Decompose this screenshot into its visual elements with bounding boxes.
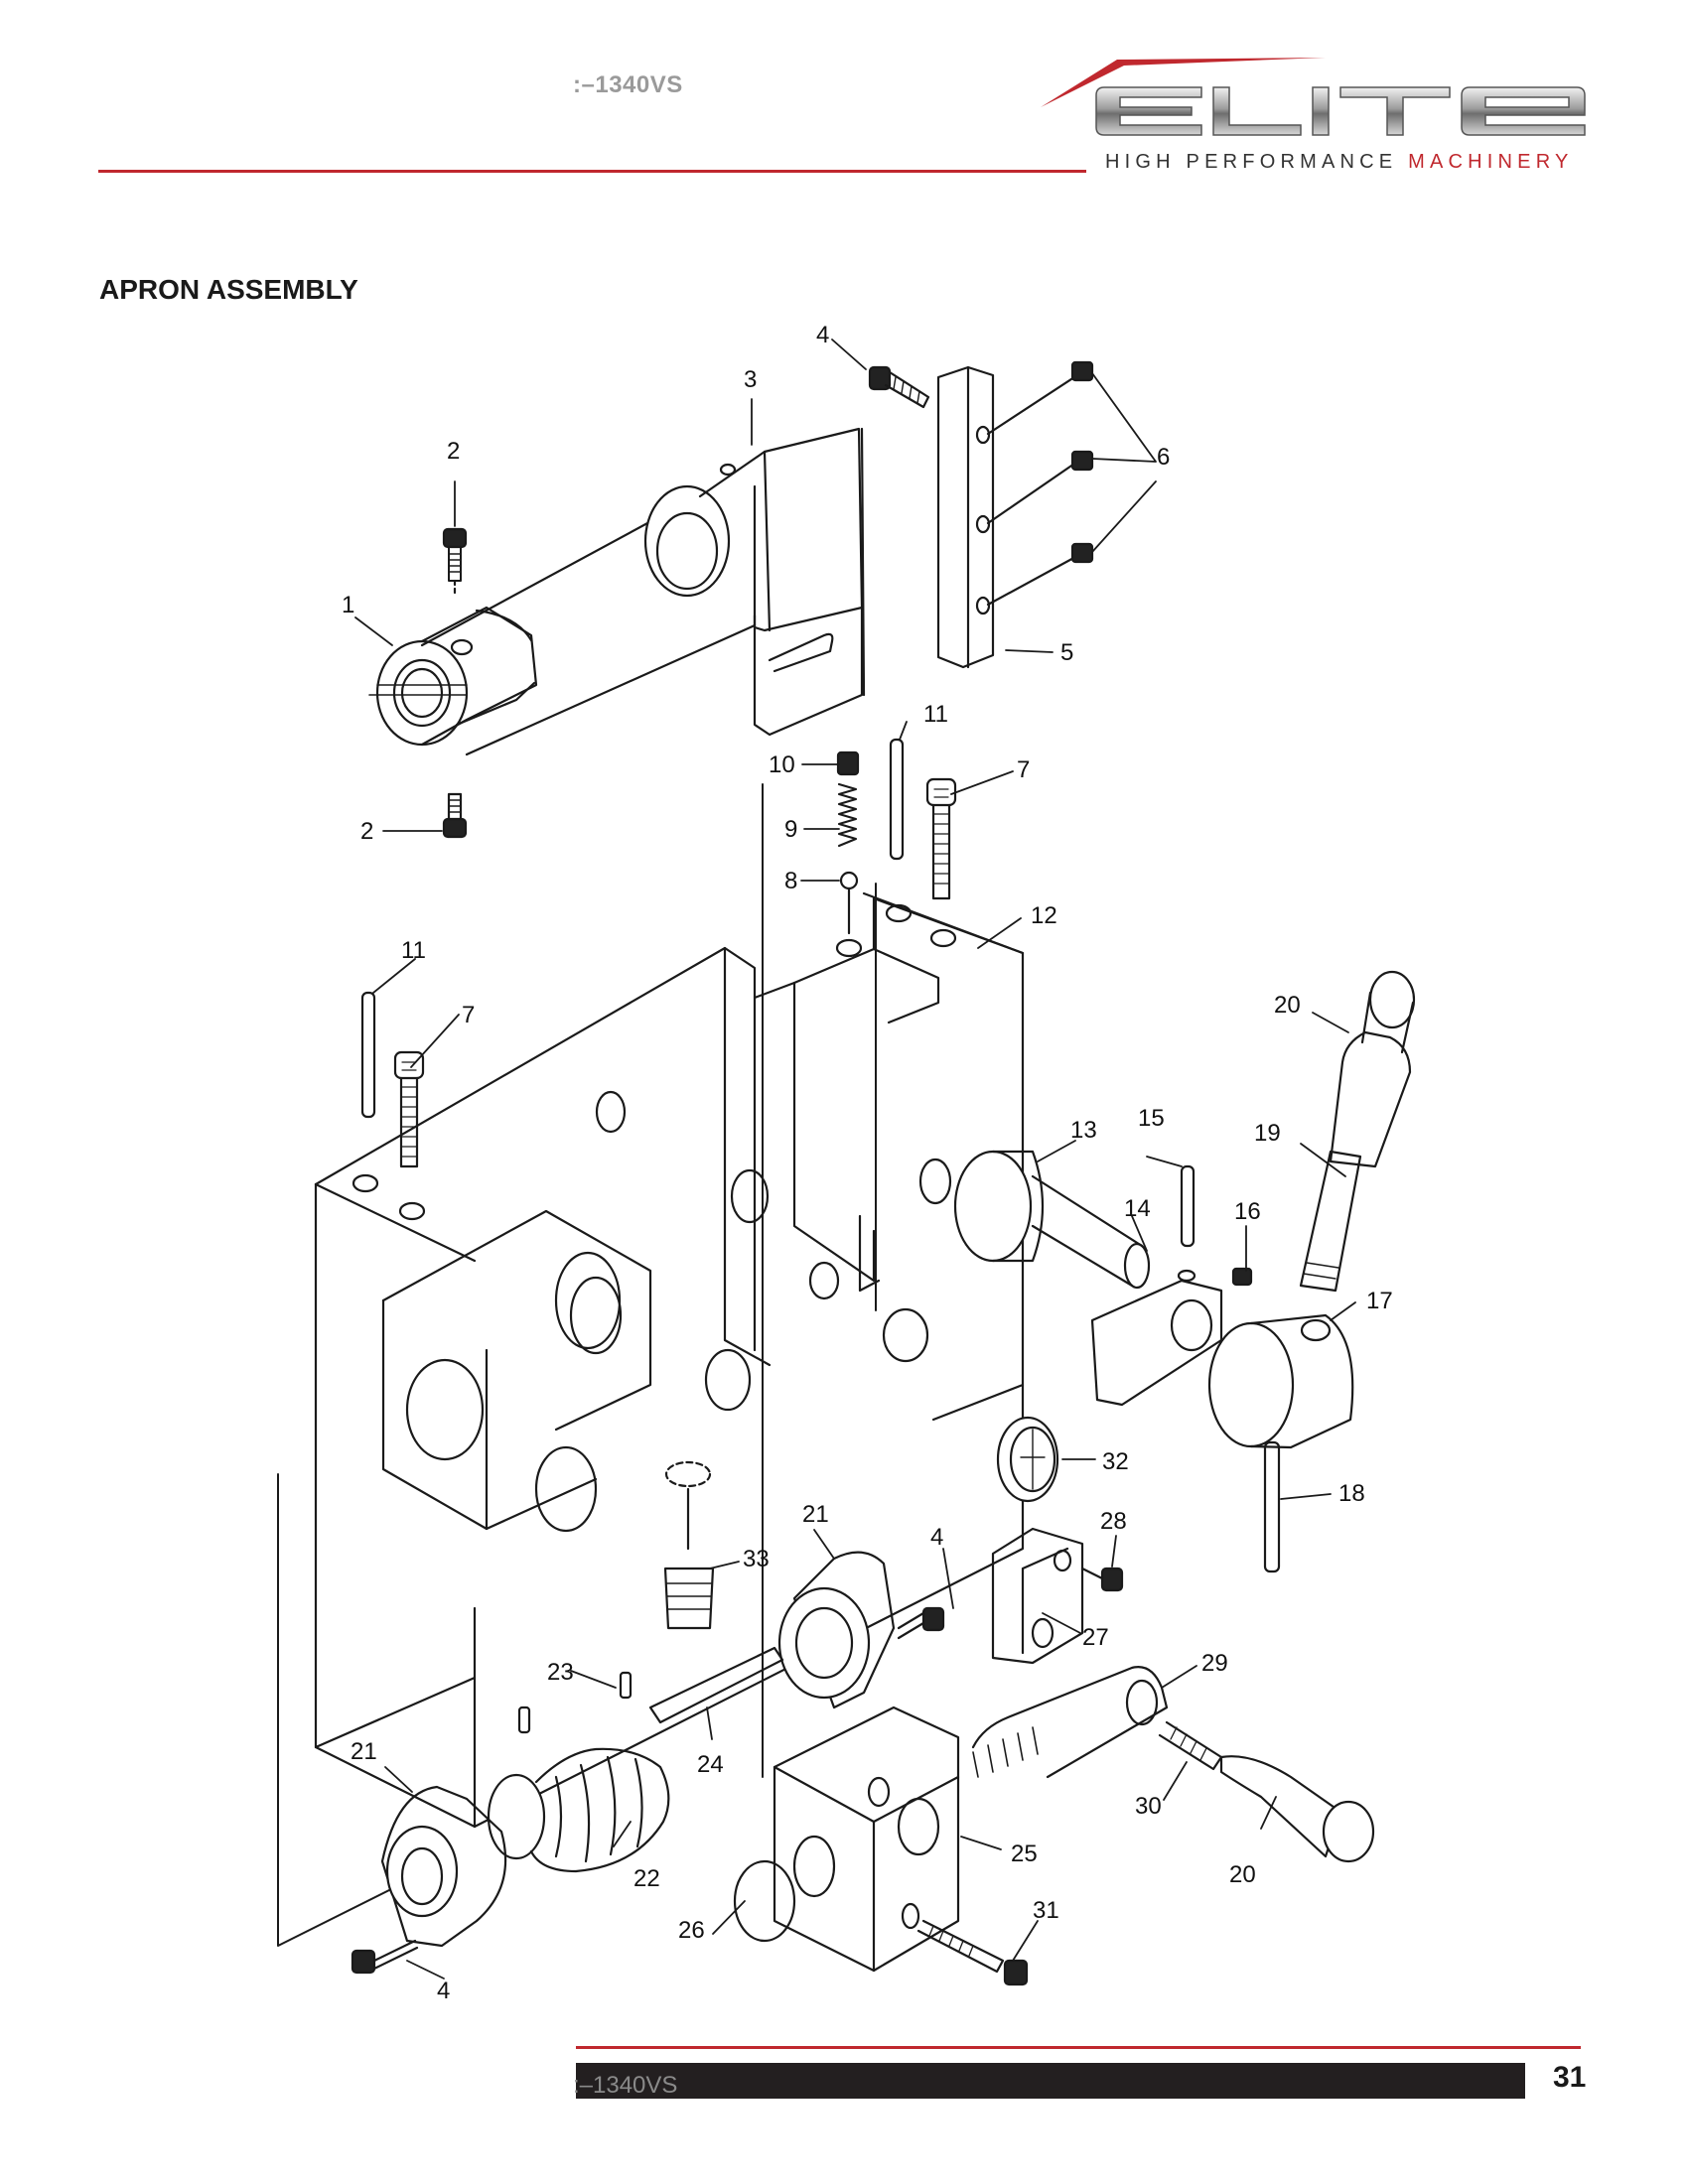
- part-27-bracket: [991, 1527, 1124, 1665]
- callout-9: 9: [784, 816, 797, 843]
- part-13-shaft: [918, 1150, 1151, 1290]
- part-20-handle-top: [1329, 970, 1416, 1168]
- part-14-shifter: [1090, 1269, 1223, 1407]
- part-19-lever-rod: [1299, 1150, 1362, 1293]
- callout-29: 29: [1201, 1650, 1228, 1677]
- callout-31: 31: [1033, 1897, 1059, 1924]
- elite-logo: [1041, 58, 1586, 136]
- part-16-set-screw: [1231, 1267, 1253, 1287]
- callout-24: 24: [697, 1751, 724, 1778]
- callout-5: 5: [1060, 639, 1073, 666]
- callout-1: 1: [342, 592, 354, 618]
- tagline: HIGH PERFORMANCE MACHINERY: [1105, 151, 1574, 174]
- part-18-pin: [1263, 1440, 1281, 1573]
- callout-22: 22: [633, 1865, 660, 1892]
- callout-2-bottom: 2: [360, 818, 373, 845]
- callout-4-top: 4: [816, 322, 829, 348]
- callout-21-lower: 21: [351, 1738, 377, 1765]
- tagline-part1: HIGH PERFORMANCE: [1105, 151, 1409, 173]
- callout-20-top: 20: [1274, 992, 1301, 1019]
- callout-23: 23: [547, 1659, 574, 1686]
- tagline-part2: MACHINERY: [1408, 151, 1574, 173]
- footer-bar: [576, 2063, 1525, 2099]
- callout-2-top: 2: [447, 438, 460, 465]
- part-26-cover: [733, 1859, 796, 1943]
- callout-26: 26: [678, 1917, 705, 1944]
- part-33-plug: [663, 1460, 715, 1630]
- part-21-bracket-lower: [351, 1785, 507, 1975]
- callout-28: 28: [1100, 1508, 1127, 1535]
- callout-10: 10: [769, 751, 795, 778]
- callout-8: 8: [784, 868, 797, 894]
- part-12-apron-body: [314, 891, 1025, 1829]
- callout-13: 13: [1070, 1117, 1097, 1144]
- callout-16: 16: [1234, 1198, 1261, 1225]
- header-rule: [98, 170, 1086, 173]
- logo-swoosh: [1041, 58, 1326, 107]
- callout-11-left: 11: [401, 937, 426, 964]
- callout-32: 32: [1102, 1448, 1129, 1475]
- part-22-worm: [487, 1671, 670, 1873]
- part-21-bracket-upper: [777, 1551, 945, 1709]
- callout-27: 27: [1082, 1624, 1109, 1651]
- callout-3: 3: [744, 366, 757, 393]
- callout-labels: 1 2 2 3 4 4 4 5 6 7 7 8 9 10 11 11 12 13…: [342, 322, 1393, 2004]
- callout-33: 33: [743, 1546, 770, 1572]
- part-29-pinion-shaft: [971, 1666, 1169, 1779]
- part-17-lever-hub: [1207, 1313, 1354, 1449]
- callout-18: 18: [1338, 1480, 1365, 1507]
- part-2-screws: [442, 527, 468, 839]
- callout-30: 30: [1135, 1793, 1162, 1820]
- part-1-half-nut: [368, 606, 538, 747]
- page-title: APRON ASSEMBLY: [99, 274, 358, 305]
- part-32-dial: [996, 1416, 1059, 1503]
- callout-6: 6: [1157, 444, 1170, 471]
- callout-7-left: 7: [462, 1002, 475, 1028]
- callout-4-middle: 4: [930, 1524, 943, 1551]
- callout-19: 19: [1254, 1120, 1281, 1147]
- callout-11-right: 11: [923, 701, 948, 728]
- footer-rule: [576, 2046, 1581, 2049]
- callout-4-bottom: 4: [437, 1978, 450, 2004]
- callout-7-right: 7: [1017, 756, 1030, 783]
- callout-17: 17: [1366, 1288, 1393, 1314]
- part-15-pin: [1180, 1164, 1196, 1248]
- part-20-handle-lower: [1219, 1755, 1375, 1863]
- leader-lines: [354, 339, 1356, 1979]
- callout-15: 15: [1138, 1105, 1165, 1132]
- part-5-gib-strip: [868, 360, 1094, 669]
- callout-20-bottom: 20: [1229, 1861, 1256, 1888]
- part-30-stud: [1158, 1720, 1223, 1771]
- parts-8-9-10-detent: [836, 751, 860, 935]
- logo-letters: [1095, 86, 1586, 136]
- parts-7-11-screws-pins: [360, 738, 957, 1168]
- callout-12: 12: [1031, 902, 1057, 929]
- part-25-gear-block: [773, 1706, 960, 1973]
- part-31-screw: [916, 1919, 1029, 1986]
- assembly-guide-lines: [277, 783, 877, 1947]
- part-24-key: [648, 1646, 784, 1724]
- callout-21-upper: 21: [802, 1501, 829, 1528]
- part-3-dovetail-block: [420, 427, 866, 756]
- callout-25: 25: [1011, 1841, 1038, 1867]
- model-number-header: :–1340VS: [573, 71, 683, 98]
- page-number: 31: [1553, 2061, 1587, 2094]
- callout-14: 14: [1124, 1195, 1151, 1222]
- model-number-footer: :–1340VS: [573, 2072, 678, 2099]
